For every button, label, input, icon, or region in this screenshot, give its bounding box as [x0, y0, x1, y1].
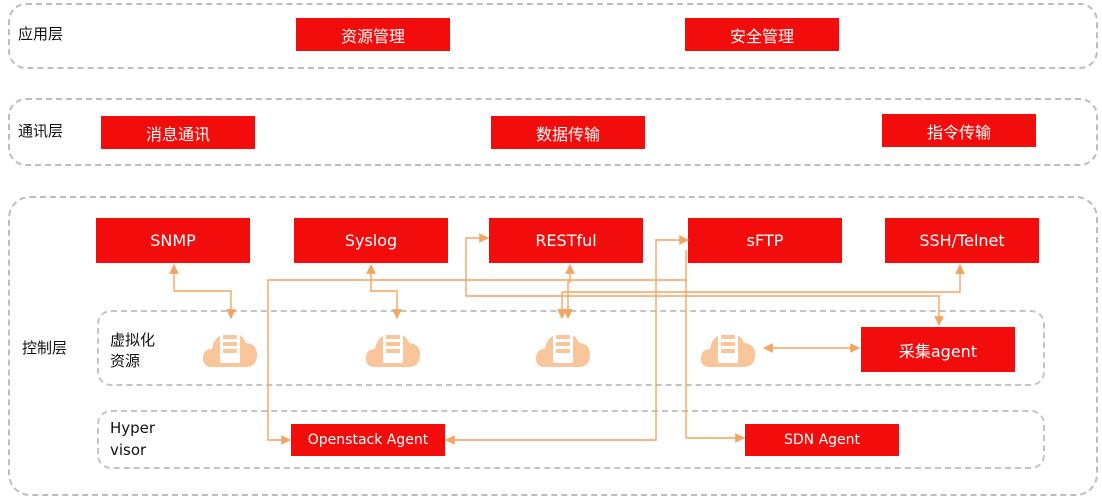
hypervisor-label-line2: visor	[110, 441, 147, 459]
control-layer	[8, 196, 1098, 496]
sdn-agent-box[interactable]: SDN Agent	[745, 424, 899, 456]
restful-box[interactable]: RESTful	[489, 218, 643, 263]
openstack-agent-box[interactable]: Openstack Agent	[291, 424, 445, 456]
data-transfer-box[interactable]: 数据传输	[491, 116, 645, 149]
syslog-box[interactable]: Syslog	[294, 218, 448, 263]
hypervisor-label-line1: Hyper	[110, 419, 156, 437]
cloud-server-icon	[202, 331, 258, 367]
resource-management-box[interactable]: 资源管理	[296, 18, 450, 51]
communication-layer-label: 通讯层	[18, 122, 64, 140]
communication-layer	[8, 98, 1098, 166]
control-layer-label: 控制层	[22, 339, 68, 357]
cloud-server-icon	[365, 331, 421, 367]
collector-agent-box[interactable]: 采集agent	[861, 327, 1015, 372]
sftp-box[interactable]: sFTP	[688, 218, 842, 263]
ssh-telnet-box[interactable]: SSH/Telnet	[885, 218, 1039, 263]
cloud-server-icon	[535, 331, 591, 367]
security-management-box[interactable]: 安全管理	[685, 18, 839, 51]
virtual-resources-label-line1: 虚拟化	[110, 331, 156, 349]
hypervisor-group	[97, 410, 1045, 469]
virtual-resources-label-line2: 资源	[110, 352, 141, 370]
application-layer	[8, 3, 1098, 69]
application-layer-label: 应用层	[18, 25, 64, 43]
command-transfer-box[interactable]: 指令传输	[882, 114, 1036, 147]
snmp-box[interactable]: SNMP	[96, 218, 250, 263]
cloud-server-icon	[700, 331, 756, 367]
messaging-box[interactable]: 消息通讯	[101, 116, 255, 149]
